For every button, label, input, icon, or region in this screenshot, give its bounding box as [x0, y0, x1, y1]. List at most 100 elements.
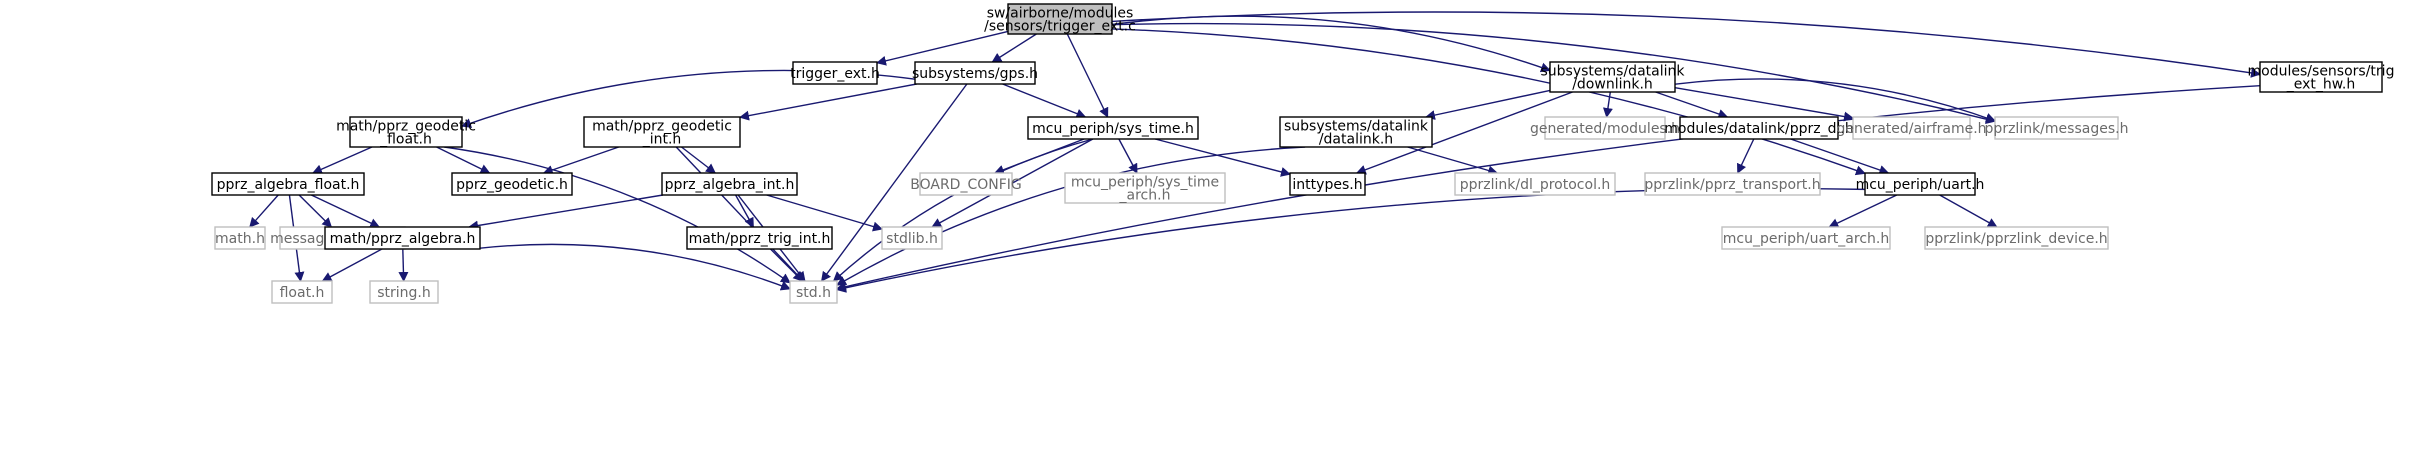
node-label: mcu_periph/uart_arch.h	[1723, 231, 1889, 247]
edge-geodetic_float_h-to-algebra_float_h	[312, 146, 373, 174]
node-trig-int-h[interactable]: math/pprz_trig_int.h	[686, 226, 833, 250]
node-geodetic-int-h[interactable]: math/pprz_geodetic_int.h	[583, 116, 741, 148]
node-inttypes-h[interactable]: inttypes.h	[1289, 172, 1366, 196]
node-label: pprzlink/pprz_transport.h	[1644, 177, 1820, 193]
node-label: /downlink.h	[1572, 77, 1653, 93]
edge-pprz_dl_h-to-uart_h	[1790, 138, 1890, 175]
node-trigger-ext-h[interactable]: trigger_ext.h	[790, 61, 880, 85]
node-label: pprzlink/dl_protocol.h	[1460, 177, 1611, 193]
node-algebra-int-h[interactable]: pprz_algebra_int.h	[661, 172, 798, 196]
node-dl-protocol-h: pprzlink/dl_protocol.h	[1454, 172, 1616, 196]
node-label: subsystems/datalink	[1284, 119, 1429, 135]
node-sys-time-arch-h: mcu_periph/sys_time_arch.h	[1064, 172, 1226, 204]
edge-geodetic_float_h-to-geodetic_h	[436, 146, 491, 174]
node-label: mcu_periph/sys_time.h	[1032, 121, 1194, 137]
node-label: math/pprz_trig_int.h	[689, 231, 831, 247]
edge-uart_h-to-std_h	[836, 187, 1866, 293]
node-stdlib-h: stdlib.h	[881, 226, 943, 250]
edge-uart_h-to-uart_arch_h	[1828, 194, 1898, 228]
edge-downlink_h-to-inttypes_h	[1355, 91, 1573, 175]
node-label: inttypes.h	[1292, 177, 1362, 193]
edge-geodetic_int_h-to-algebra_int_h	[681, 146, 717, 174]
node-label: trigger_ext.h	[790, 66, 880, 82]
edge-downlink_h-to-messages_h	[1674, 78, 1996, 123]
edge-trig_ext_hw_h-to-std_h	[836, 85, 2261, 292]
node-label: pprzlink/messages.h	[1985, 121, 2129, 137]
node-label: stdlib.h	[886, 231, 938, 247]
node-uart-arch-h: mcu_periph/uart_arch.h	[1721, 226, 1891, 250]
node-pprz-transport-h: pprzlink/pprz_transport.h	[1644, 172, 1821, 196]
node-label: mcu_periph/uart.h	[1856, 177, 1985, 193]
node-label: modules/sensors/trig	[2248, 64, 2395, 80]
node-algebra-h[interactable]: math/pprz_algebra.h	[324, 226, 481, 250]
node-label: std.h	[796, 285, 831, 301]
edge-root-to-trig_ext_hw_h	[1111, 11, 2261, 78]
edge-root-to-gps_h	[991, 33, 1037, 63]
edge-algebra_float_h-to-msg_pragmas_h	[298, 194, 333, 228]
node-std-h: std.h	[789, 280, 838, 304]
node-label: modules/datalink/pprz_dl.h	[1664, 121, 1853, 137]
node-gen-airframe-h: generated/airframe.h	[1836, 116, 1987, 140]
node-pprz-dl-h[interactable]: modules/datalink/pprz_dl.h	[1664, 116, 1854, 140]
node-trig-ext-hw-h[interactable]: modules/sensors/trig_ext_hw.h	[2248, 61, 2395, 93]
edge-downlink_h-to-gen_modules_h	[1602, 91, 1613, 118]
edge-gps_h-to-geodetic_int_h	[739, 83, 917, 121]
edge-datalink_h-to-dl_protocol_h	[1407, 146, 1499, 176]
node-label: sw/airborne/modules	[987, 6, 1134, 22]
edge-downlink_h-to-gen_airframe_h	[1674, 86, 1854, 122]
node-label: /sensors/trigger_ext.c	[984, 19, 1136, 35]
edge-algebra_h-to-float_h	[321, 248, 383, 282]
edge-downlink_h-to-datalink_h	[1424, 89, 1551, 121]
node-label: math/pprz_geodetic	[336, 119, 476, 135]
node-label: string.h	[377, 285, 431, 301]
edge-algebra_float_h-to-math_h	[249, 194, 279, 228]
node-label: _arch.h	[1119, 188, 1171, 204]
node-datalink-h[interactable]: subsystems/datalink/datalink.h	[1279, 116, 1433, 148]
node-sys-time-h[interactable]: mcu_periph/sys_time.h	[1027, 116, 1199, 140]
graph-nodes: sw/airborne/modules/sensors/trigger_ext.…	[211, 3, 2395, 304]
node-label: mcu_periph/sys_time	[1071, 175, 1219, 191]
node-label: math/pprz_geodetic	[592, 119, 732, 135]
node-label: _int.h	[642, 132, 682, 148]
node-label: _float.h	[379, 132, 432, 148]
edge-gps_h-to-std_h	[821, 83, 968, 282]
node-messages-h: pprzlink/messages.h	[1985, 116, 2129, 140]
edge-sys_time_h-to-sys_time_arch_h	[1118, 138, 1138, 174]
node-label: BOARD_CONFIG	[910, 177, 1022, 193]
edge-sys_time_h-to-inttypes_h	[1154, 138, 1291, 177]
edge-root-to-trigger_ext_h	[876, 30, 1009, 66]
graph-edges	[249, 11, 2261, 293]
edge-algebra_int_h-to-stdlib_h	[766, 194, 883, 232]
node-uart-h[interactable]: mcu_periph/uart.h	[1856, 172, 1985, 196]
node-float-h: float.h	[271, 280, 333, 304]
edge-algebra_h-to-string_h	[398, 248, 409, 282]
node-geodetic-float-h[interactable]: math/pprz_geodetic_float.h	[336, 116, 476, 148]
edge-downlink_h-to-pprz_dl_h	[1655, 91, 1729, 119]
edge-geodetic_int_h-to-geodetic_h	[542, 146, 619, 175]
node-board-config: BOARD_CONFIG	[910, 172, 1022, 196]
node-label: pprz_geodetic.h	[456, 177, 568, 193]
edge-datalink_h-to-std_h	[836, 146, 1306, 286]
node-geodetic-h[interactable]: pprz_geodetic.h	[451, 172, 573, 196]
edge-algebra_int_h-to-trig_int_h	[734, 194, 755, 228]
node-label: generated/modules.h	[1530, 121, 1680, 137]
edge-algebra_int_h-to-algebra_h	[468, 194, 664, 231]
node-label: float.h	[280, 285, 325, 301]
node-label: generated/airframe.h	[1836, 121, 1986, 137]
node-pprzlink-device-h: pprzlink/pprzlink_device.h	[1924, 226, 2109, 250]
node-string-h: string.h	[369, 280, 439, 304]
node-algebra-float-h[interactable]: pprz_algebra_float.h	[211, 172, 365, 196]
node-gps-h[interactable]: subsystems/gps.h	[912, 61, 1038, 85]
node-label: _ext_hw.h	[2286, 77, 2356, 93]
edge-geodetic_float_h-to-std_h	[444, 146, 791, 284]
node-label: math.h	[215, 231, 265, 247]
node-gen-modules-h: generated/modules.h	[1530, 116, 1680, 140]
edge-algebra_h-to-std_h	[479, 243, 791, 291]
node-label: /datalink.h	[1319, 132, 1393, 148]
node-downlink-h[interactable]: subsystems/datalink/downlink.h	[1541, 61, 1686, 93]
node-root[interactable]: sw/airborne/modules/sensors/trigger_ext.…	[984, 3, 1136, 35]
edge-uart_h-to-pprzlink_device_h	[1939, 194, 1998, 228]
edge-trig_int_h-to-std_h	[770, 248, 804, 282]
node-math-h: math.h	[214, 226, 266, 250]
